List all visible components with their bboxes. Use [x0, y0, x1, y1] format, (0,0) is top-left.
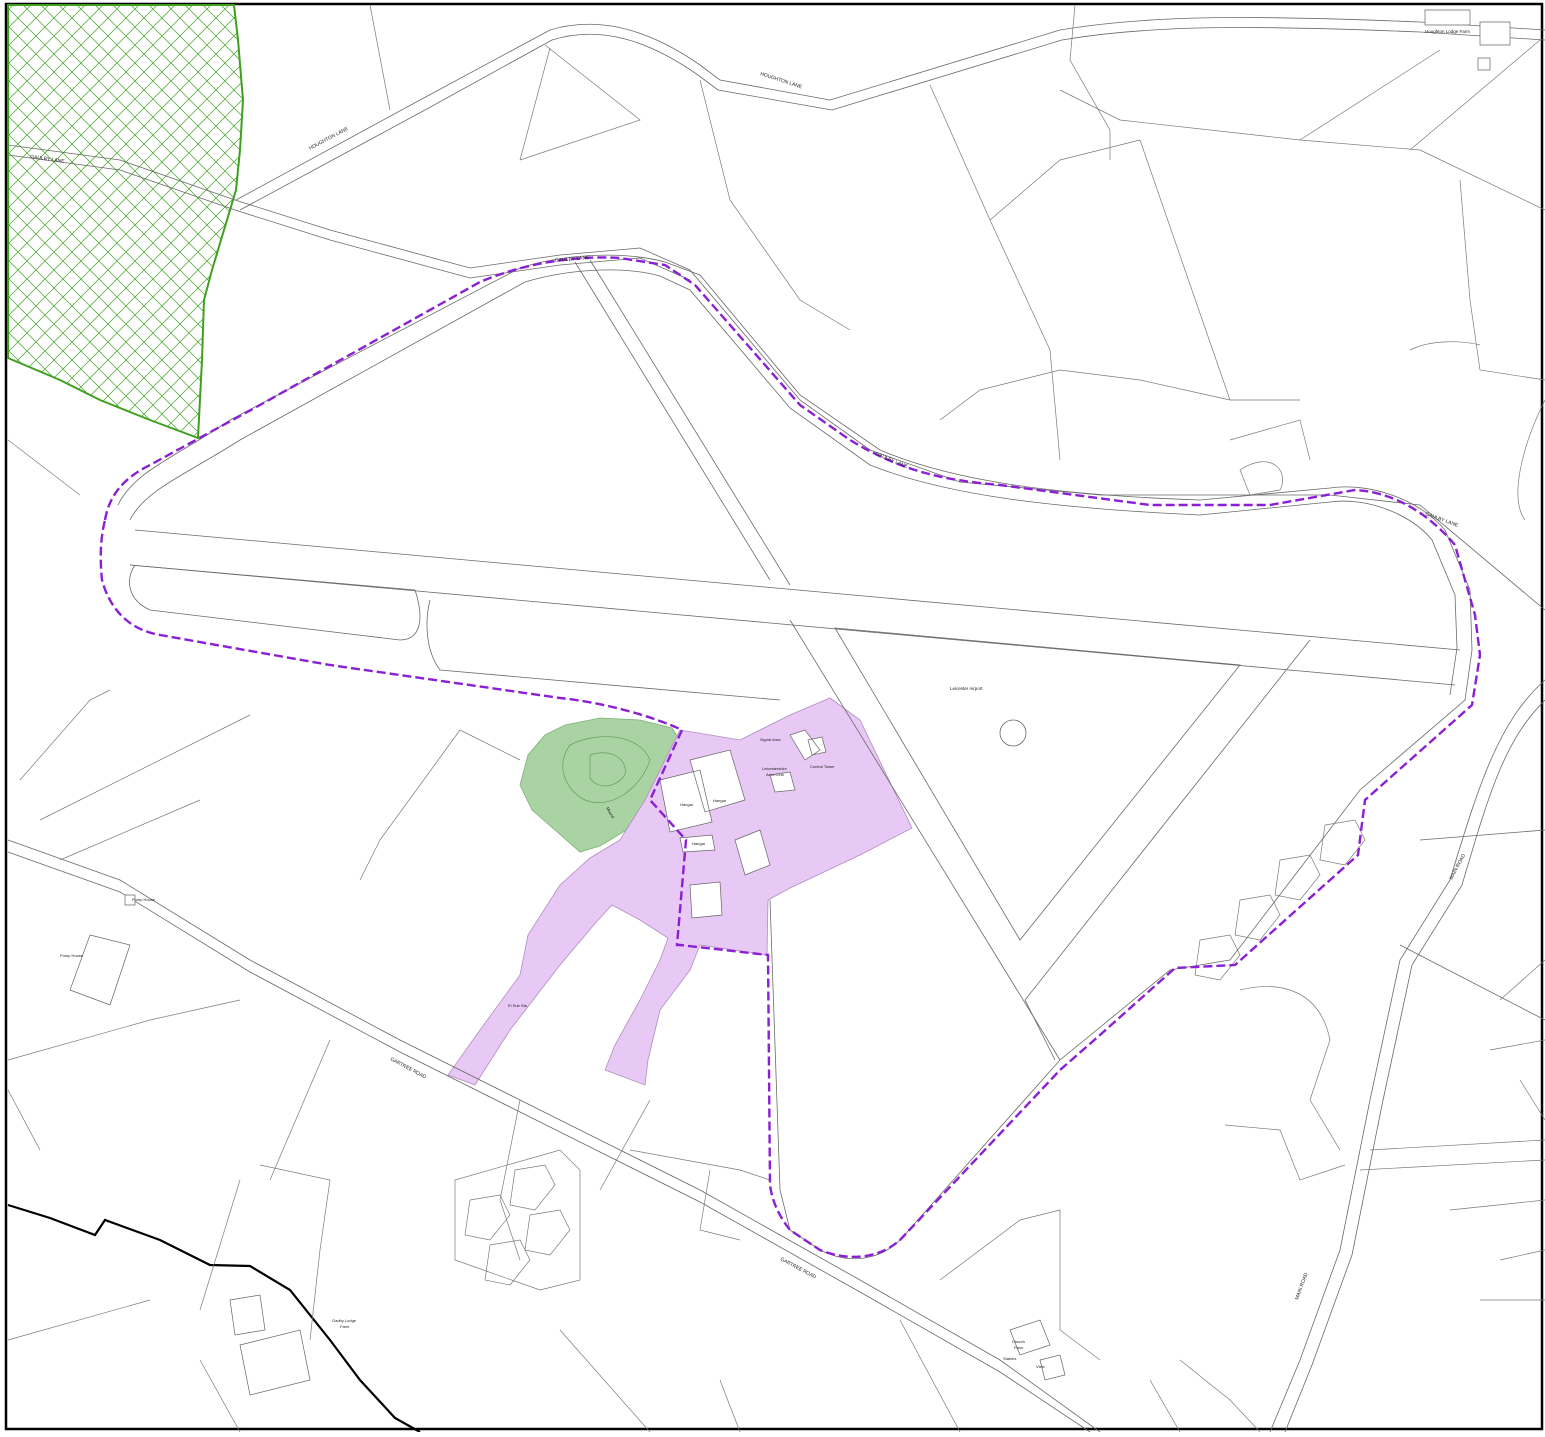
map-frame: [4, 2, 1544, 1431]
label-gaulby-lane-1: GAULBY LANE: [30, 154, 66, 165]
label-hangar-3: Hangar: [692, 841, 706, 846]
parish-boundary-line: [7, 1203, 421, 1433]
label-pump-house-2: Pump House: [60, 953, 84, 958]
side-road-east: [1399, 829, 1545, 1021]
airfield-circle: [999, 719, 1027, 747]
label-leicester-airport: Leicester Airport: [950, 686, 983, 691]
houghton-lane: [235, 17, 1545, 211]
label-view: View: [1036, 1364, 1045, 1369]
label-gadby-lodge-2: Farm: [340, 1324, 350, 1329]
taxiway-west: [129, 564, 781, 701]
label-aero-club-2: Aero Club: [766, 772, 785, 777]
label-aero-club-1: Leicestershire: [762, 766, 788, 771]
runway-diagonal: [574, 259, 791, 586]
label-gadby-lodge-1: Gadby Lodge: [332, 1318, 357, 1323]
label-church-1: Church: [1012, 1339, 1025, 1344]
label-hangar-1: Hangar: [680, 802, 694, 807]
label-houghton-lodge-farm: Houghton Lodge Farm: [1425, 29, 1470, 34]
runway-main: [129, 529, 1461, 686]
airfield-perimeter-track: [117, 254, 1473, 1260]
misc-buildings: [69, 9, 1511, 1396]
label-stables: Stables: [1003, 1356, 1016, 1361]
field-boundaries: [7, 4, 1545, 1433]
label-mound: Mound: [605, 806, 615, 819]
woodland-area: [519, 717, 681, 853]
perimeter-inner-edge: [129, 269, 1458, 696]
label-signal-area: Signal Area: [760, 737, 781, 742]
hangar-buildings: [659, 729, 827, 919]
hardstanding-south: [454, 1149, 581, 1291]
label-hangar-2: Hangar: [713, 798, 727, 803]
runway-secondary: [789, 619, 1241, 1061]
main-road: [1269, 679, 1545, 1433]
label-control-tower: Control Tower: [810, 764, 835, 769]
development-area: [447, 697, 913, 1086]
taxiway-south: [1024, 639, 1311, 1061]
label-gaulby-lane-2: GAULBY LANE: [555, 255, 591, 264]
green-hatched-area: [7, 4, 245, 440]
woodland-contours: [562, 736, 651, 803]
label-el-sub-sta: El Sub Sta: [508, 1003, 528, 1008]
label-church-2: Farm: [1014, 1345, 1024, 1350]
hardstanding-east: [1194, 461, 1366, 981]
site-boundary: [99, 256, 1482, 1259]
label-pump-house-1: Pump House: [132, 897, 156, 902]
